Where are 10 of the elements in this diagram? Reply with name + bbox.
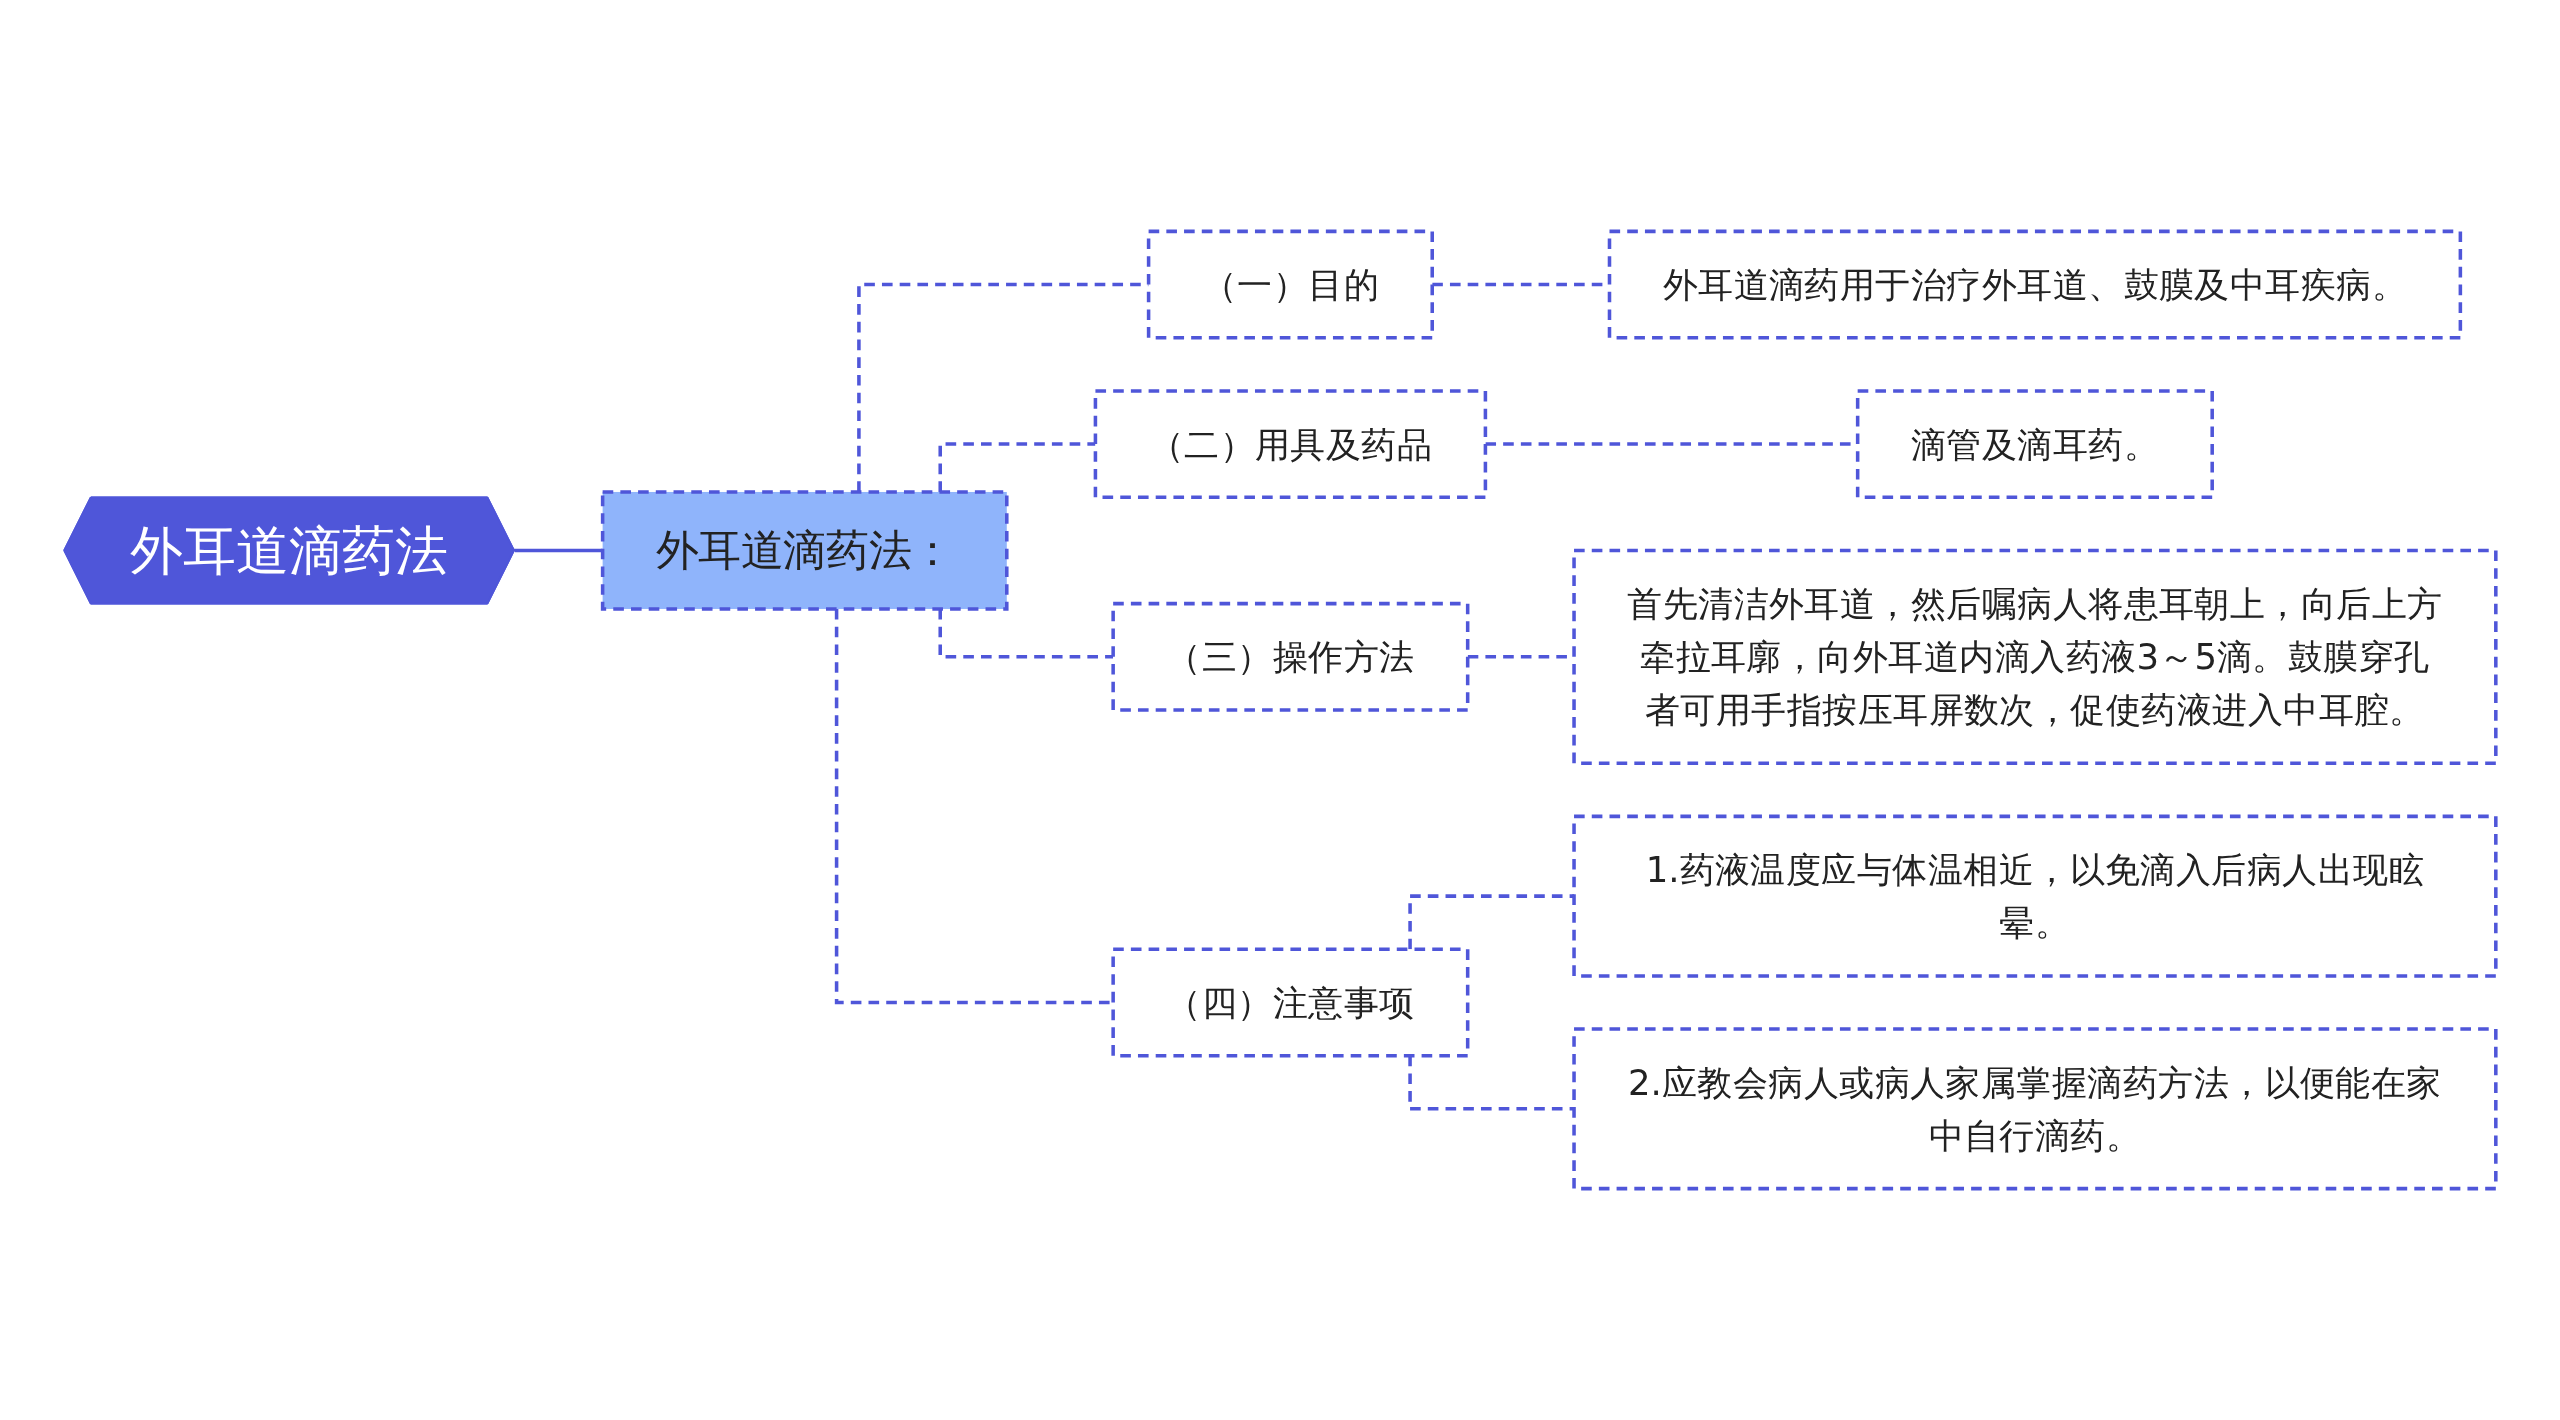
node-box: 1.药液温度应与体温相近，以免滴入后病人出现眩晕。	[1572, 814, 2498, 978]
node-box: （二）用具及药品	[1093, 389, 1488, 500]
node-box: 首先清洁外耳道，然后嘱病人将患耳朝上，向后上方牵拉耳廓，向外耳道内滴入药液3～5滴。鼓膜穿孔者可用手指按压耳屏数次，促使药液进入中耳腔。	[1572, 548, 2498, 765]
node-box: 滴管及滴耳药。	[1855, 389, 2214, 500]
node-box: 2.应教会病人或病人家属掌握滴药方法，以便能在家中自行滴药。	[1572, 1027, 2498, 1191]
node-box: 外耳道滴药法：	[600, 490, 1009, 611]
node-box: （四）注意事项	[1111, 947, 1470, 1058]
node-box: （一）目的	[1146, 229, 1434, 340]
node-box: 外耳道滴药用于治疗外耳道、鼓膜及中耳疾病。	[1607, 229, 2463, 340]
node-box: （三）操作方法	[1111, 601, 1470, 712]
